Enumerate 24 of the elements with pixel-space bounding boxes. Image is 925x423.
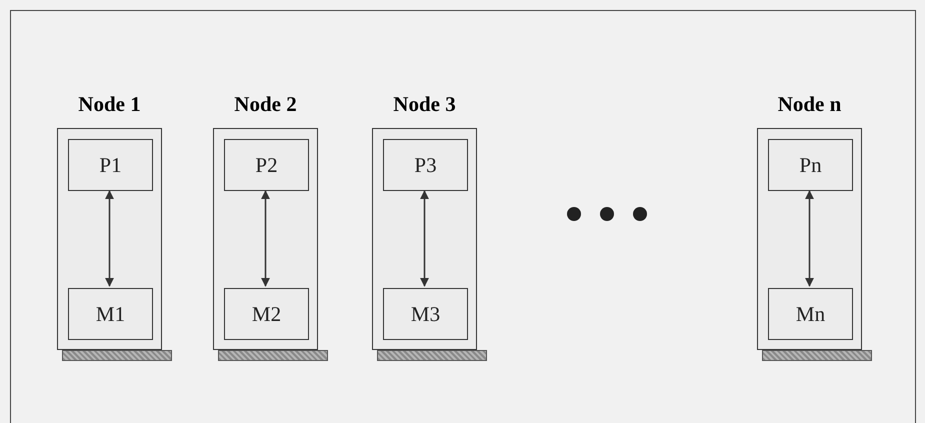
double-arrow	[420, 190, 429, 287]
component-label: M3	[410, 304, 440, 324]
component-label: P3	[414, 154, 437, 176]
component-label: M1	[96, 304, 126, 324]
component-box	[68, 288, 153, 340]
node-heading: Node 3	[393, 94, 456, 115]
double-arrow	[261, 190, 270, 287]
node-heading: Node 1	[78, 94, 141, 115]
component-box	[768, 288, 853, 340]
node-heading: Node 2	[234, 94, 297, 115]
component-label: P2	[255, 154, 278, 176]
component-box	[768, 139, 853, 191]
component-box	[383, 288, 468, 340]
component-box	[68, 139, 153, 191]
node-heading: Node n	[778, 94, 842, 115]
component-label: P1	[99, 154, 122, 176]
component-label: Pn	[799, 154, 822, 176]
component-box	[383, 139, 468, 191]
component-box	[224, 288, 309, 340]
component-label: M2	[252, 304, 282, 324]
double-arrow	[105, 190, 114, 287]
component-label: Mn	[796, 304, 826, 324]
component-box	[224, 139, 309, 191]
double-arrow	[805, 190, 814, 287]
